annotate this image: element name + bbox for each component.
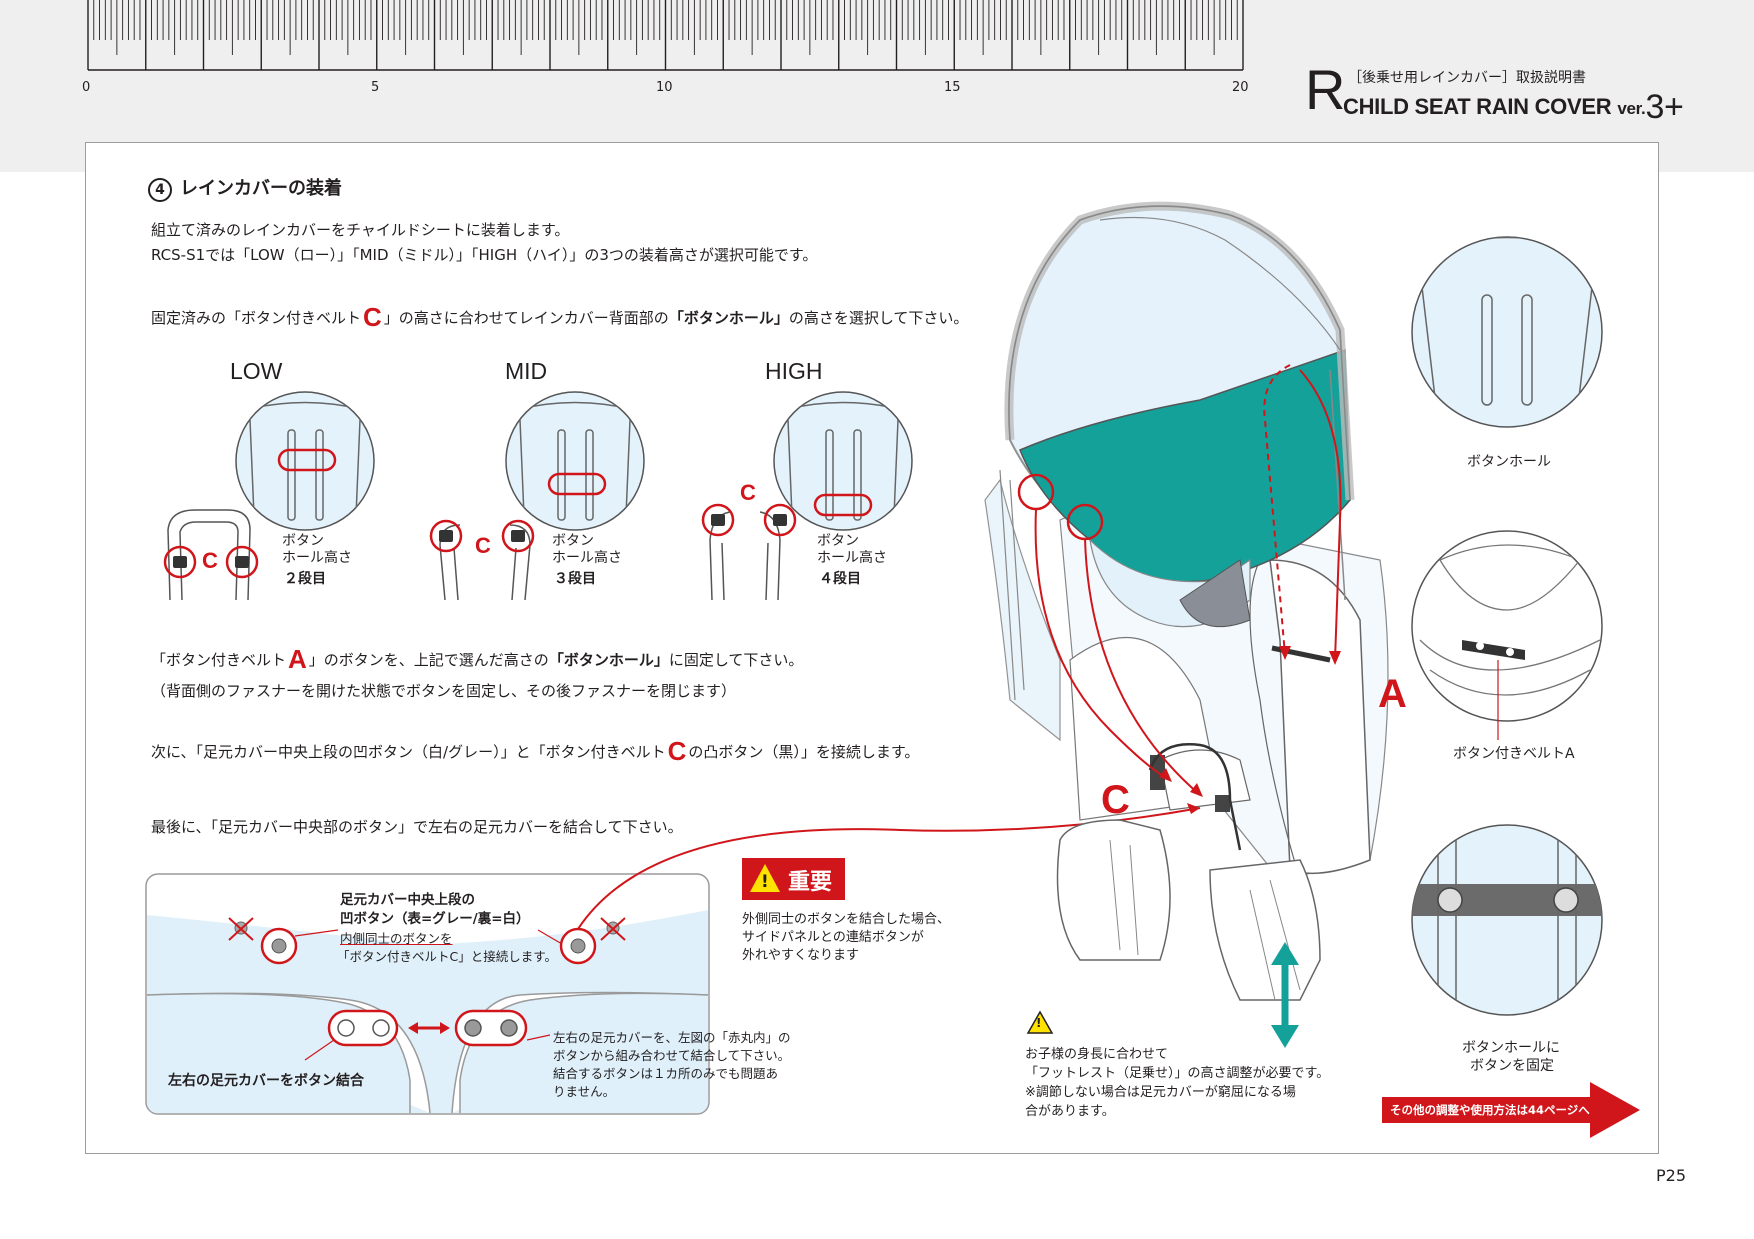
step3-post: の凸ボタン（黒）」を接続します。 xyxy=(688,743,920,761)
mid-belt-letter: C xyxy=(475,533,491,558)
important-line-1: 外側同士のボタンを結合した場合、 xyxy=(742,912,951,927)
manual-title: CHILD SEAT RAIN COVER ver.3+ xyxy=(1343,84,1684,126)
height-label-low: LOW xyxy=(230,358,283,384)
intro-line-2: RCS-S1では「LOW（ロー）」「MID（ミドル）」「HIGH（ハイ）」の3つ… xyxy=(151,246,818,264)
caption-fixed-2: ボタンを固定 xyxy=(1470,1058,1554,1074)
warning-icon xyxy=(750,864,780,892)
mid-hole-1: ボタン xyxy=(552,533,594,549)
step1-text: 固定済みの「ボタン付きベルトC」の高さに合わせてレインカバー背面部の「ボタンホー… xyxy=(151,302,968,333)
step1-letter: C xyxy=(363,302,382,332)
next-page-arrow xyxy=(1382,1082,1640,1138)
join-note-1: 左右の足元カバーを、左図の「赤丸内」の xyxy=(553,1030,791,1045)
important-line-2: サイドパネルとの連結ボタンが xyxy=(742,930,924,945)
step2-pre: 「ボタン付きベルト xyxy=(151,651,287,669)
button-hole-detail xyxy=(1411,236,1603,428)
belt-a-detail xyxy=(1411,530,1603,740)
foot-note-2: 「ボタン付きベルトC」と接続します。 xyxy=(337,949,557,964)
high-hole-2: ホール高さ xyxy=(817,550,887,566)
join-note-3: 結合するボタンは１カ所のみでも問題あ xyxy=(553,1066,779,1081)
high-level: ４段目 xyxy=(819,571,861,587)
low-hole-1: ボタン xyxy=(282,533,324,549)
step2-text: 「ボタン付きベルトA」のボタンを、上記で選んだ高さの「ボタンホール」に固定して下… xyxy=(151,644,803,675)
section-title: 4 レインカバーの装着 xyxy=(148,174,342,202)
step2-note: （背面側のファスナーを開けた状態でボタンを固定し、その後ファスナーを閉じます） xyxy=(151,682,737,700)
ver-label: ver. xyxy=(1617,99,1646,118)
caption-belt-a: ボタン付きベルトA xyxy=(1453,746,1575,762)
foot-title-1: 足元カバー中央上段の xyxy=(340,892,475,908)
step1-post: の高さを選択して下さい。 xyxy=(788,309,969,327)
warning-mark: ! xyxy=(761,872,769,892)
low-hole-2: ホール高さ xyxy=(282,550,352,566)
mid-hole-2: ホール高さ xyxy=(552,550,622,566)
mid-detail xyxy=(429,391,645,601)
join-note-2: ボタンから組み合わせて結合して下さい。 xyxy=(553,1048,791,1063)
important-label: 重要 xyxy=(788,870,833,895)
ruler-label-20: 20 xyxy=(1232,80,1249,95)
footrest-line-2: 「フットレスト（足乗せ）」の高さ調整が必要です。 xyxy=(1025,1066,1330,1081)
low-detail xyxy=(163,391,375,601)
footrest-line-1: お子様の身長に合わせて xyxy=(1025,1047,1169,1062)
caption-button-hole: ボタンホール xyxy=(1467,454,1551,470)
foot-cover-panel xyxy=(145,807,1201,1115)
low-belt-letter: C xyxy=(202,548,218,573)
section-title-text: レインカバーの装着 xyxy=(180,178,342,199)
brand-r-letter: R xyxy=(1305,58,1346,121)
step4-text: 最後に、「足元カバー中央部のボタン」で左右の足元カバーを結合して下さい。 xyxy=(151,818,683,836)
step2-bold: 「ボタンホール」 xyxy=(548,651,669,669)
step2-mid: 」のボタンを、上記で選んだ高さの xyxy=(308,651,549,669)
footrest-line-4: 合があります。 xyxy=(1025,1104,1115,1119)
page-number: P25 xyxy=(1656,1166,1687,1185)
mid-level: ３段目 xyxy=(554,571,596,587)
foot-title-2: 凹ボタン（表=グレー/裏=白） xyxy=(340,911,530,927)
callout-c: C xyxy=(1101,778,1130,822)
footrest-warning-mark: ! xyxy=(1036,1016,1042,1030)
step2-post: に固定して下さい。 xyxy=(668,651,804,669)
fixed-button-detail xyxy=(1411,824,1603,1016)
high-belt-letter: C xyxy=(740,480,756,505)
ruler-label-15: 15 xyxy=(944,80,961,95)
important-badge: ! 重要 xyxy=(742,858,845,900)
ruler xyxy=(87,0,1244,71)
ruler-label-10: 10 xyxy=(656,80,673,95)
low-level: ２段目 xyxy=(284,571,326,587)
high-hole-1: ボタン xyxy=(817,533,859,549)
ver-number: 3+ xyxy=(1645,88,1684,126)
manual-subtitle: ［後乗せ用レインカバー］取扱説明書 xyxy=(1348,70,1586,86)
step1-bold: 「ボタンホール」 xyxy=(668,309,789,327)
caption-fixed-1: ボタンホールに xyxy=(1462,1040,1560,1056)
step3-letter: C xyxy=(667,736,687,766)
join-note-4: りません。 xyxy=(553,1084,616,1099)
high-detail xyxy=(701,391,913,601)
step1-mid: 」の高さに合わせてレインカバー背面部の xyxy=(383,309,669,327)
step2-letter: A xyxy=(288,644,307,674)
manual-title-text: CHILD SEAT RAIN COVER xyxy=(1343,94,1612,119)
ruler-label-0: 0 xyxy=(82,80,91,95)
height-label-mid: MID xyxy=(505,358,548,384)
footrest-line-3: ※調節しない場合は足元カバーが窮屈になる場 xyxy=(1025,1085,1296,1100)
height-label-high: HIGH xyxy=(765,358,823,384)
important-line-3: 外れやすくなります xyxy=(742,948,860,963)
callout-a: A xyxy=(1378,672,1407,716)
step1-pre: 固定済みの「ボタン付きベルト xyxy=(151,309,362,327)
foot-note-1: 内側同士のボタンを xyxy=(340,931,453,946)
intro-line-1: 組立て済みのレインカバーをチャイルドシートに装着します。 xyxy=(151,221,570,239)
step3-pre: 次に、「足元カバー中央上段の凹ボタン（白/グレー）」と「ボタン付きベルト xyxy=(151,743,666,761)
next-page-link[interactable]: その他の調整や使用方法は44ページへ xyxy=(1390,1103,1590,1117)
join-label: 左右の足元カバーをボタン結合 xyxy=(168,1073,364,1089)
ruler-label-5: 5 xyxy=(371,80,380,95)
section-number: 4 xyxy=(148,178,172,202)
child-seat-illustration xyxy=(984,201,1389,1048)
